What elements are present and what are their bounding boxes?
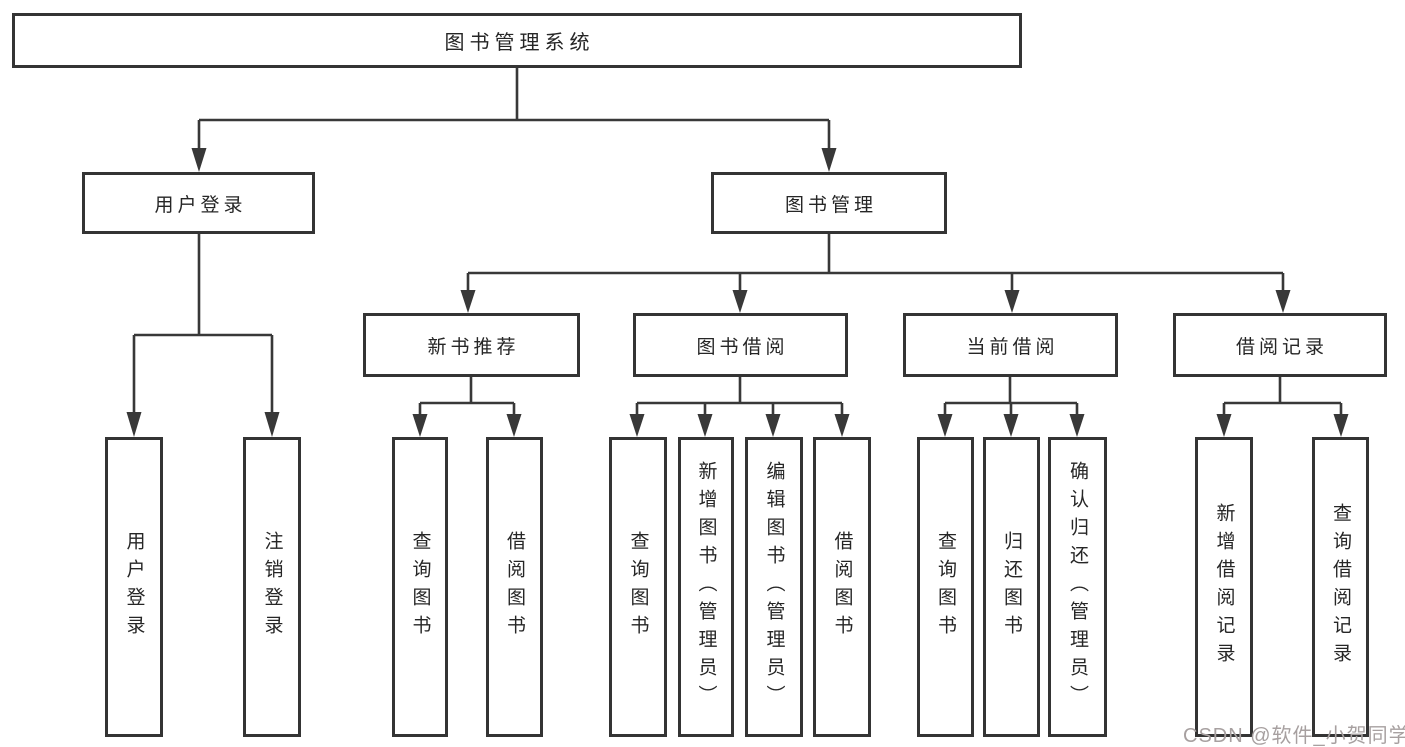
leaf-edit-book-admin: 编辑图书（管理员） [745, 437, 803, 737]
leaf-borrow-books-1: 借阅图书 [486, 437, 543, 737]
leaf-borrow-books-2-label: 借阅图书 [831, 531, 853, 643]
node-borrow-records-label: 借阅记录 [1235, 336, 1328, 358]
csdn-watermark: CSDN @软件_小贺同学 [1183, 725, 1405, 747]
leaf-query-books-2-label: 查询图书 [627, 531, 649, 643]
node-root: 图书管理系统 [12, 13, 1022, 68]
leaf-borrow-books-1-label: 借阅图书 [504, 531, 525, 643]
node-new-book-recommend-label: 新书推荐 [427, 336, 520, 358]
node-borrow-records: 借阅记录 [1173, 313, 1387, 377]
node-new-book-recommend: 新书推荐 [363, 313, 580, 377]
node-user-login-label: 用户登录 [154, 194, 247, 216]
leaf-user-login: 用户登录 [105, 437, 163, 737]
leaf-logout-label: 注销登录 [261, 531, 283, 643]
node-book-borrow-label: 图书借阅 [696, 336, 789, 358]
node-book-management-label: 图书管理 [784, 194, 877, 216]
node-current-borrow-label: 当前借阅 [966, 336, 1059, 358]
leaf-query-books-1-label: 查询图书 [409, 531, 431, 643]
node-book-management: 图书管理 [711, 172, 947, 234]
node-root-label: 图书管理系统 [444, 32, 595, 54]
leaf-return-book-label: 归还图书 [1001, 531, 1022, 643]
leaf-add-borrow-record: 新增借阅记录 [1195, 437, 1253, 737]
leaf-query-borrow-record: 查询借阅记录 [1312, 437, 1369, 737]
leaf-query-books-1: 查询图书 [392, 437, 448, 737]
leaf-query-borrow-record-label: 查询借阅记录 [1330, 503, 1351, 671]
leaf-edit-book-admin-label: 编辑图书（管理员） [763, 461, 785, 713]
leaf-add-borrow-record-label: 新增借阅记录 [1213, 503, 1235, 671]
leaf-borrow-books-2: 借阅图书 [813, 437, 871, 737]
leaf-user-login-label: 用户登录 [123, 531, 145, 643]
leaf-add-book-admin: 新增图书（管理员） [678, 437, 734, 737]
leaf-query-books-3: 查询图书 [917, 437, 974, 737]
node-book-borrow: 图书借阅 [633, 313, 848, 377]
leaf-query-books-3-label: 查询图书 [935, 531, 956, 643]
leaf-logout: 注销登录 [243, 437, 301, 737]
leaf-query-books-2: 查询图书 [609, 437, 667, 737]
leaf-add-book-admin-label: 新增图书（管理员） [695, 461, 717, 713]
node-current-borrow: 当前借阅 [903, 313, 1118, 377]
leaf-confirm-return-admin: 确认归还（管理员） [1048, 437, 1107, 737]
leaf-return-book: 归还图书 [983, 437, 1040, 737]
leaf-confirm-return-admin-label: 确认归还（管理员） [1067, 461, 1088, 713]
node-user-login: 用户登录 [82, 172, 315, 234]
